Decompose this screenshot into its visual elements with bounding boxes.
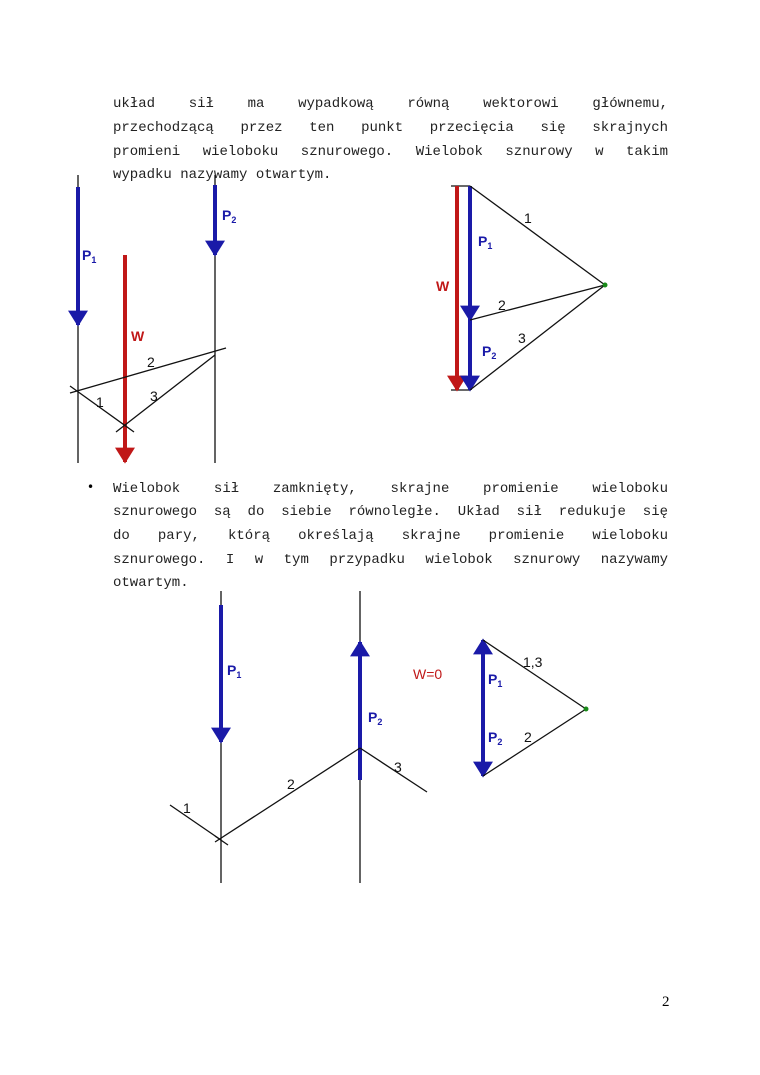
ray-3: [115, 354, 216, 433]
label-p1: P1: [478, 233, 492, 251]
ray-2: [482, 708, 587, 777]
figure2-force-polygon: 1,3 P1 P2 2: [473, 638, 589, 778]
label-p1: P1: [82, 247, 96, 265]
label-p2: P2: [222, 207, 236, 225]
label-p2: P2: [482, 343, 496, 361]
label-p1: P1: [488, 671, 502, 689]
label-ray-2: 2: [498, 297, 506, 313]
figure2-funicular-polygon: 1 2 3 P1 P2 W=0: [169, 591, 442, 883]
ray-2: [69, 347, 227, 394]
bullet-marker: •: [87, 480, 95, 494]
ray-1-3: [482, 639, 587, 710]
paragraph2-line: sznurowego są do siebie równoległe. Ukła…: [113, 504, 668, 520]
label-p1: P1: [227, 662, 241, 680]
label-ray-3: 3: [518, 330, 526, 346]
paragraph1-line: wypadku nazywamy otwartym.: [113, 167, 332, 183]
label-ray-2: 2: [147, 354, 155, 370]
label-p2: P2: [488, 729, 502, 747]
paragraph1-line: promieni wieloboku sznurowego. Wielobok …: [113, 144, 668, 160]
label-ray-3: 3: [150, 388, 158, 404]
label-w-zero: W=0: [413, 666, 442, 682]
ray-1: [169, 804, 222, 841]
pole-point: [602, 282, 608, 288]
label-p2: P2: [368, 709, 382, 727]
label-w: W: [436, 278, 450, 294]
label-ray-1-3: 1,3: [523, 654, 543, 670]
label-ray-1: 1: [96, 394, 104, 410]
figure1-force-polygon: 1 P1 W 2 P2 3: [436, 185, 608, 392]
paragraph2-line: sznurowego. I w tym przypadku wielobok s…: [113, 552, 668, 568]
ray-1: [69, 385, 135, 433]
ray-3: [359, 747, 428, 793]
label-ray-3: 3: [394, 759, 402, 775]
ray-1: [469, 185, 606, 286]
paragraph2-line: Wielobok sił zamknięty, skrajne promieni…: [113, 481, 668, 497]
page-number: 2: [662, 994, 670, 1010]
paragraph1-line: przechodzącą przez ten punkt przecięcia …: [113, 120, 668, 136]
paragraph2-line: otwartym.: [113, 575, 189, 591]
ray-2: [469, 284, 606, 321]
label-ray-1: 1: [183, 800, 191, 816]
paragraph1-line: układ sił ma wypadkową równą wektorowi g…: [113, 96, 668, 112]
pole-point: [583, 706, 589, 712]
ray-3: [469, 284, 606, 391]
ray-2: [214, 747, 361, 843]
label-ray-1: 1: [524, 210, 532, 226]
figure1-funicular-polygon: P1 P2 W 2 1 3: [68, 175, 236, 464]
label-ray-2: 2: [524, 729, 532, 745]
label-ray-2: 2: [287, 776, 295, 792]
paragraph2-line: do pary, którą określają skrajne promien…: [113, 528, 668, 544]
label-w: W: [131, 328, 145, 344]
